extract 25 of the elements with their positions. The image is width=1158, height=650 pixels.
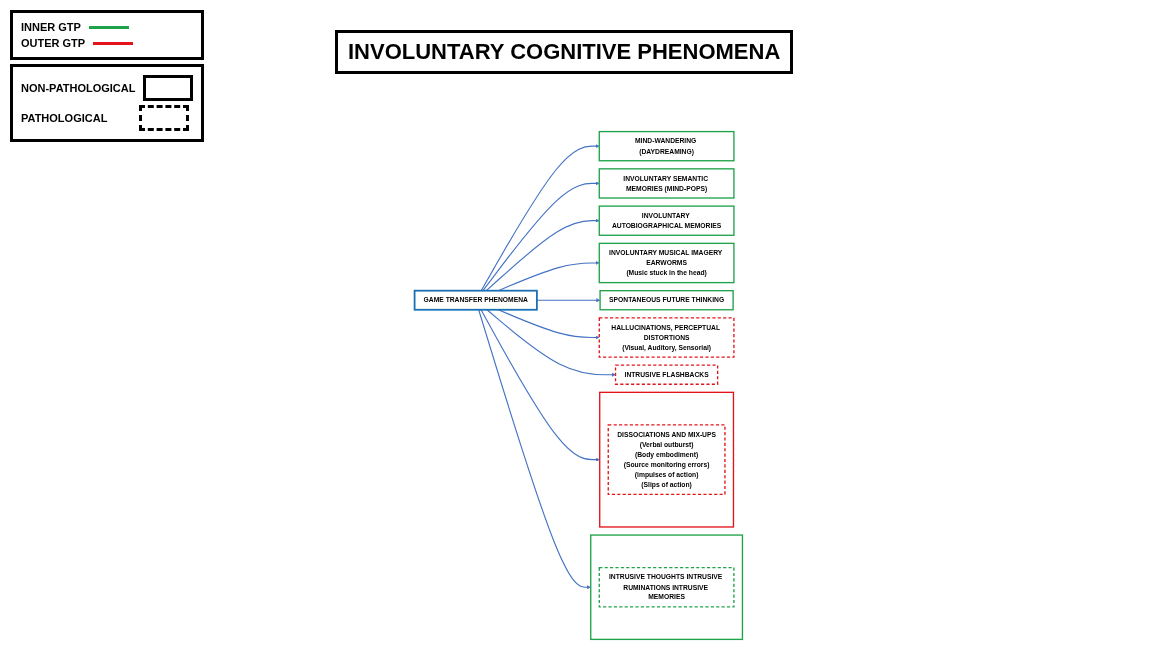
legend-text: INNER GTP — [21, 21, 81, 33]
node-box — [615, 364, 719, 385]
node-box — [599, 167, 736, 199]
legend-text: OUTER GTP — [21, 37, 86, 49]
arrow — [498, 260, 600, 291]
arrow — [480, 308, 601, 462]
cluster — [599, 391, 735, 528]
node-box — [599, 566, 736, 608]
arrow — [486, 218, 600, 291]
legend-text: PATHOLOGICAL — [21, 112, 109, 124]
legend-text: NON-PATHOLOGICAL — [21, 82, 136, 94]
node-box — [608, 423, 727, 495]
node-box — [599, 316, 736, 358]
node-box — [414, 289, 539, 311]
arrow — [478, 308, 592, 589]
arrow — [498, 308, 600, 339]
node-box — [599, 289, 735, 310]
arrow — [481, 143, 600, 291]
arrow — [486, 308, 617, 377]
node-box — [599, 130, 736, 161]
node-box — [599, 242, 736, 283]
cluster — [590, 533, 744, 640]
arrow — [482, 180, 600, 291]
diagram-title: INVOLUNTARY COGNITIVE PHENOMENA — [335, 30, 794, 74]
node-box — [599, 204, 736, 236]
